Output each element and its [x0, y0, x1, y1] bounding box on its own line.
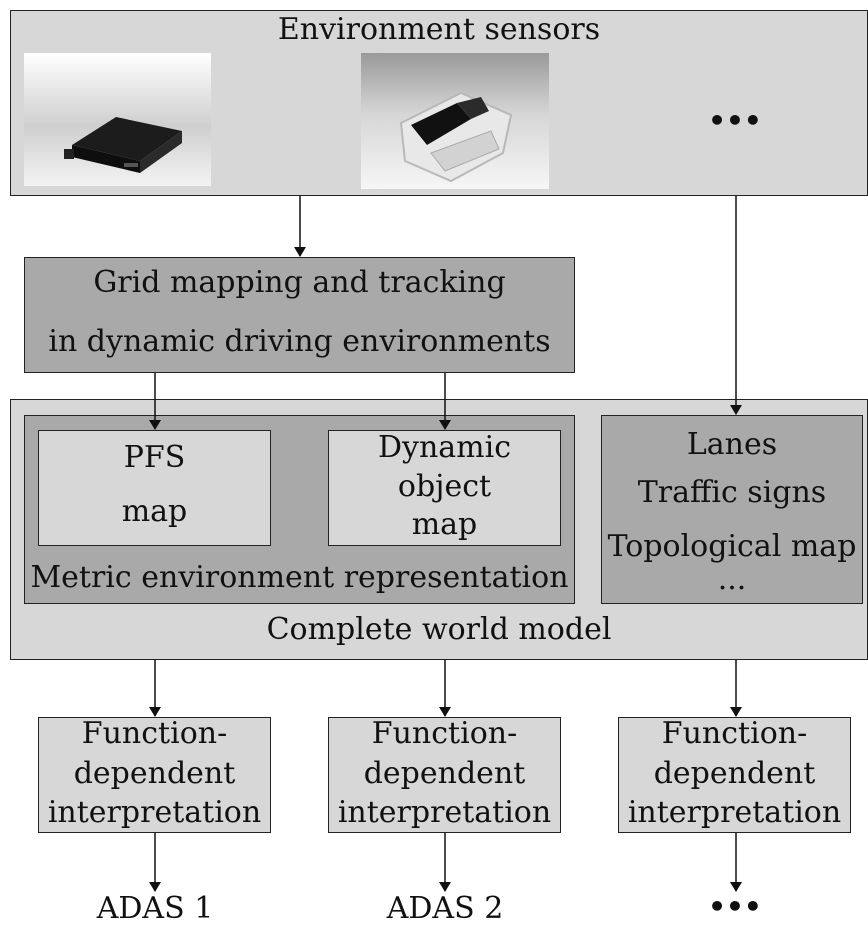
more-features-ellipsis: ... — [717, 562, 747, 597]
interpretation-3-line1: Function- — [661, 716, 808, 751]
dynamic-object-map-line2: object — [397, 469, 492, 504]
interpretation-3-line3: interpretation — [627, 795, 842, 830]
grid-mapping-line2: in dynamic driving environments — [48, 324, 551, 359]
topological-map-label: Topological map — [607, 529, 857, 564]
traffic-signs-label: Traffic signs — [637, 475, 827, 510]
sensor-image-radar — [24, 53, 211, 186]
interpretation-2-line1: Function- — [371, 716, 518, 751]
interpretation-2-line2: dependent — [363, 756, 526, 791]
interpretation-1-line1: Function- — [81, 716, 228, 751]
sensor-image-camera — [361, 53, 549, 189]
road-features-box — [601, 415, 863, 604]
grid-mapping-box — [24, 257, 575, 373]
more-adas-ellipsis: ••• — [708, 890, 762, 923]
pfs-map-line1: PFS — [123, 440, 186, 475]
adas-2-label: ADAS 2 — [386, 891, 504, 926]
interpretation-box-2 — [328, 717, 561, 833]
grid-mapping-line1: Grid mapping and tracking — [93, 265, 506, 300]
interpretation-box-1 — [38, 717, 271, 833]
pfs-map-box — [38, 430, 271, 546]
metric-representation-label: Metric environment representation — [30, 560, 569, 595]
adas-1-label: ADAS 1 — [96, 891, 214, 926]
interpretation-3-line2: dependent — [653, 756, 816, 791]
dynamic-object-map-box — [328, 430, 561, 546]
interpretation-box-3 — [618, 717, 851, 833]
dynamic-object-map-line1: Dynamic — [377, 430, 512, 465]
more-sensors-ellipsis: ••• — [708, 104, 762, 137]
interpretation-1-line2: dependent — [73, 756, 236, 791]
environment-sensors-title: Environment sensors — [277, 12, 601, 47]
interpretation-2-line3: interpretation — [337, 795, 552, 830]
interpretation-1-line3: interpretation — [47, 795, 262, 830]
dynamic-object-map-line3: map — [411, 507, 478, 542]
world-model-label: Complete world model — [266, 612, 612, 647]
pfs-map-line2: map — [121, 494, 188, 529]
lanes-label: Lanes — [686, 427, 778, 462]
